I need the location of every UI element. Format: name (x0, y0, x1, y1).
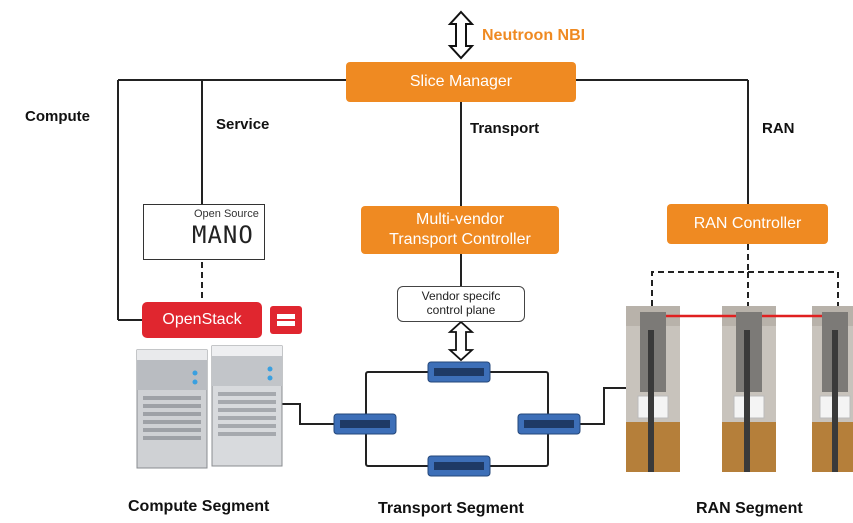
ran-dashed-bus (651, 271, 839, 306)
radio-unit-photo (626, 306, 680, 472)
vertical-double-arrow-icon (447, 320, 475, 362)
ran-controller-label: RAN Controller (693, 215, 802, 232)
transport-controller-box[interactable]: Multi-vendor Transport Controller (361, 206, 559, 254)
radio-unit-photo (812, 306, 853, 472)
server-icon (136, 349, 208, 469)
radio-unit-photo (722, 306, 776, 472)
ran-branch-label: RAN (762, 120, 795, 137)
slice-manager-label: Slice Manager (409, 73, 513, 90)
mano-top-text: Open Source (194, 208, 259, 220)
switch-to-ran-line (580, 387, 626, 425)
neutroon-nbi-label: Neutroon NBI (482, 27, 586, 44)
compute-branch-label: Compute (25, 108, 90, 125)
openstack-logo-icon (270, 306, 302, 334)
transport-controller-line2: Transport Controller (389, 231, 531, 248)
network-switch-icon (427, 455, 491, 477)
network-switch-icon (333, 413, 397, 435)
mano-box[interactable]: Open Source MANO (143, 204, 265, 260)
server-icon (211, 345, 283, 467)
transport-controller-line1: Multi-vendor (415, 211, 505, 228)
vendor-plane-line2: control plane (426, 303, 496, 317)
openstack-label: OpenStack (162, 311, 242, 328)
mano-big-text: MANO (192, 221, 254, 249)
vendor-control-plane-box[interactable]: Vendor specifc control plane (397, 286, 525, 322)
transport-branch-label: Transport (470, 120, 540, 137)
ran-segment-label: RAN Segment (696, 500, 803, 517)
transport-segment-label: Transport Segment (378, 500, 524, 517)
network-switch-icon (427, 361, 491, 383)
ran-controller-box[interactable]: RAN Controller (667, 204, 828, 244)
slice-manager-box[interactable]: Slice Manager (346, 62, 576, 102)
service-branch-label: Service (216, 116, 270, 133)
openstack-box[interactable]: OpenStack (142, 302, 262, 338)
compute-segment-label: Compute Segment (128, 498, 270, 515)
vendor-plane-line1: Vendor specifc (421, 289, 501, 303)
network-switch-icon (517, 413, 581, 435)
server-to-switch-line (282, 403, 336, 425)
bidirectional-arrow-icon (447, 10, 475, 60)
